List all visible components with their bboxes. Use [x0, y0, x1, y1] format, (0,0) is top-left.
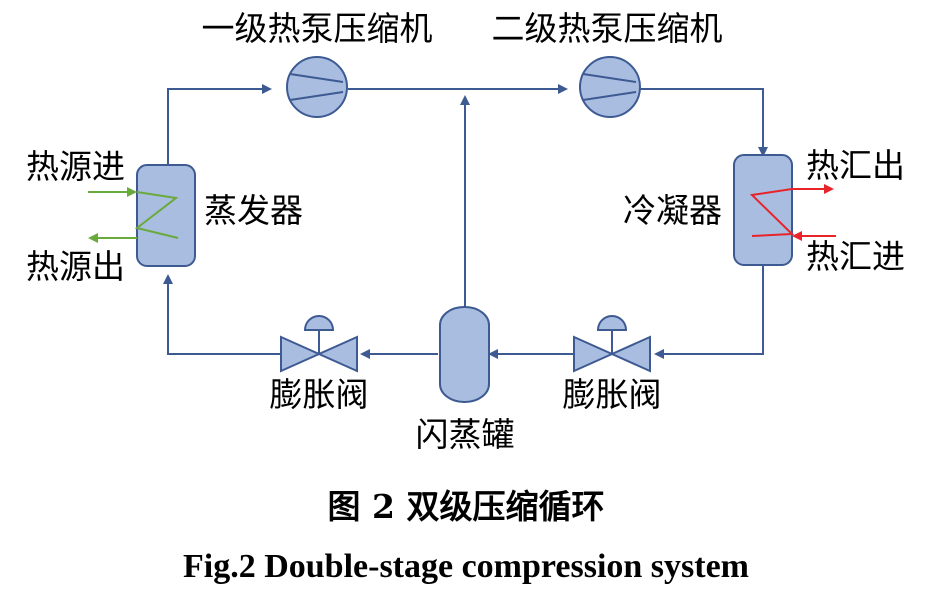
figure-caption-chinese: 图 2 双级压缩循环: [328, 487, 605, 526]
condenser-label: 冷凝器: [623, 191, 722, 230]
figure-caption-english: Fig.2 Double-stage compression system: [183, 548, 749, 585]
evaporator-label: 蒸发器: [204, 191, 303, 230]
compressor-2: [579, 56, 641, 118]
flash-tank: [439, 306, 490, 403]
condenser-coil: [749, 188, 795, 237]
expansion-valve-left: [280, 315, 358, 373]
evaporator-coil: [134, 191, 179, 239]
heat-sink-out-label: 热汇出: [806, 146, 905, 185]
evaporator: [134, 164, 196, 267]
heat-source-in-label: 热源进: [26, 147, 125, 186]
heat-source-out-label: 热源出: [26, 247, 125, 286]
condenser: [733, 154, 795, 266]
heat-sink-in-label: 热汇进: [806, 237, 905, 276]
compressor-1-label: 一级热泵压缩机: [202, 9, 433, 48]
pipe-condenser-to-valve-right: [654, 265, 764, 359]
pipe-valve-left-to-evaporator: [163, 274, 281, 355]
expansion-valve-left-label: 膨胀阀: [270, 375, 369, 414]
expansion-valve-right: [573, 315, 651, 373]
flash-tank-label: 闪蒸罐: [416, 415, 515, 454]
pipe-compressor-2-to-condenser: [640, 88, 768, 157]
compressor-1: [286, 56, 348, 118]
pipe-evaporator-to-compressor-1: [167, 84, 272, 165]
compressor-2-label: 二级热泵压缩机: [492, 9, 723, 48]
pipe-network: [163, 84, 768, 359]
expansion-valve-right-label: 膨胀阀: [563, 375, 662, 414]
